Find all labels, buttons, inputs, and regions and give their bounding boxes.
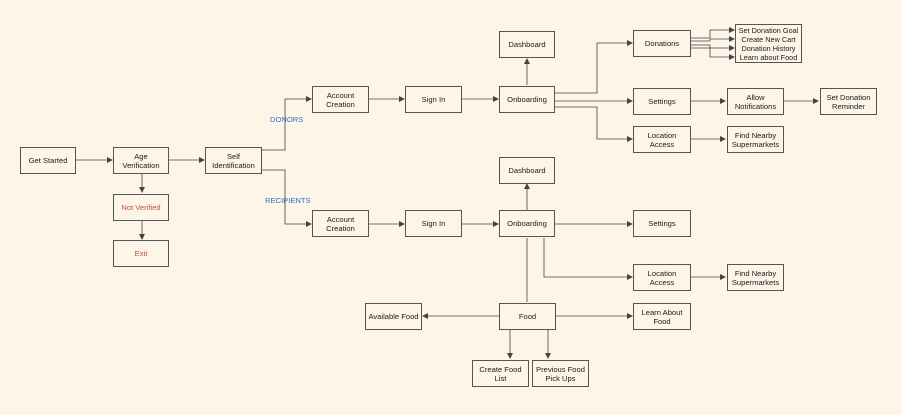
- node-food: Food: [499, 303, 556, 330]
- node-create-food-list: Create Food List: [472, 360, 529, 387]
- edge-donor-onboarding-to-donations: [555, 40, 633, 94]
- node-allow-notifications: Allow Notifications: [727, 88, 784, 115]
- node-donor-find-supermarkets: Find Nearby Supermarkets: [727, 126, 784, 153]
- edge-recipient-onboarding-to-location: [543, 238, 633, 280]
- branch-label-donors: DONORS: [270, 115, 304, 124]
- edge-donations-to-goal: [691, 27, 735, 39]
- node-donations: Donations: [633, 30, 691, 57]
- node-donor-sign-in: Sign In: [405, 86, 462, 113]
- node-recipient-onboarding: Onboarding: [499, 210, 555, 237]
- node-previous-food-pickups: Previous Food Pick Ups: [532, 360, 589, 387]
- donation-option: Learn about Food: [739, 52, 798, 62]
- branch-label-recipients: RECIPIENTS: [265, 196, 311, 205]
- node-donor-location-access: Location Access: [633, 126, 691, 153]
- edge-donations-to-cart: [691, 36, 735, 42]
- donation-option: Donation History: [741, 43, 796, 53]
- edge-selfid-to-recipient-account: [262, 169, 312, 227]
- node-not-verified: Not Verified: [113, 194, 169, 221]
- node-recipient-find-supermarkets: Find Nearby Supermarkets: [727, 264, 784, 291]
- node-learn-about-food: Learn About Food: [633, 303, 691, 330]
- node-donor-dashboard: Dashboard: [499, 31, 555, 58]
- node-available-food: Available Food: [365, 303, 422, 330]
- edge-donor-onboarding-to-location: [555, 106, 633, 142]
- node-donation-options: Set Donation Goal Create New Cart Donati…: [735, 24, 802, 63]
- node-donor-onboarding: Onboarding: [499, 86, 555, 113]
- node-exit: Exit: [113, 240, 169, 267]
- node-donor-settings: Settings: [633, 88, 691, 115]
- edge-donations-to-learn: [691, 47, 735, 60]
- node-set-donation-reminder: Set Donation Reminder: [820, 88, 877, 115]
- edge-donations-to-history: [691, 44, 735, 51]
- node-recipient-sign-in: Sign In: [405, 210, 462, 237]
- node-donor-account-creation: Account Creation: [312, 86, 369, 113]
- donation-option: Set Donation Goal: [738, 25, 799, 35]
- node-self-identification: Self Identification: [205, 147, 262, 174]
- node-recipient-location-access: Location Access: [633, 264, 691, 291]
- node-recipient-settings: Settings: [633, 210, 691, 237]
- node-age-verification: Age Verification: [113, 147, 169, 174]
- node-get-started: Get Started: [20, 147, 76, 174]
- donation-option: Create New Cart: [741, 34, 796, 44]
- edge-selfid-to-donor-account: [262, 96, 312, 151]
- node-recipient-account-creation: Account Creation: [312, 210, 369, 237]
- node-recipient-dashboard: Dashboard: [499, 157, 555, 184]
